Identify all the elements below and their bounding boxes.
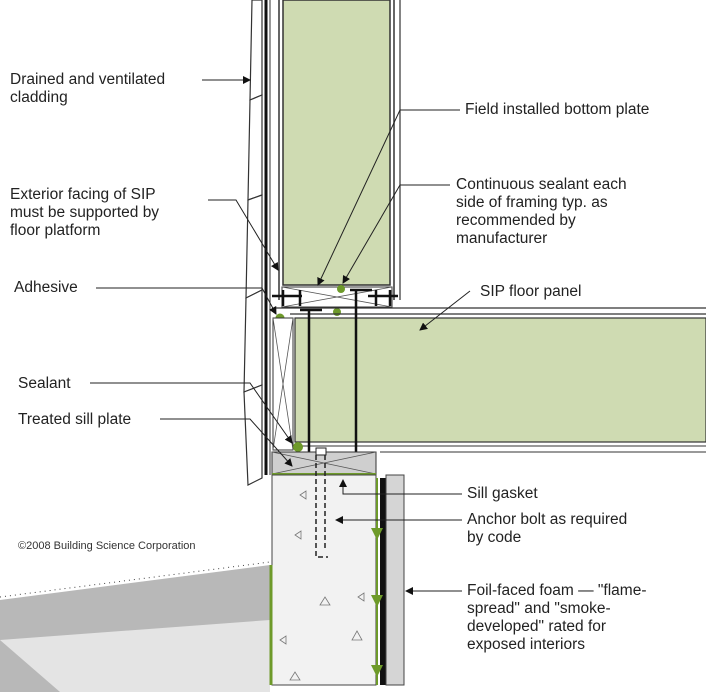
copyright-notice: ©2008 Building Science Corporation [18, 540, 196, 552]
label-sip-floor-panel: SIP floor panel [480, 283, 582, 300]
leader-lines [90, 76, 471, 595]
label-sealant: Sealant [18, 375, 71, 392]
label-bottom-plate: Field installed bottom plate [465, 101, 650, 118]
screws [300, 288, 372, 472]
label-sill-gasket: Sill gasket [467, 485, 538, 502]
ground [0, 561, 271, 692]
bottom-plate [272, 285, 398, 323]
foundation-wall [269, 447, 405, 686]
label-sill-plate: Treated sill plate [18, 411, 132, 428]
label-foil-faced-foam: Foil-faced foam — "flame-spread" and "sm… [467, 582, 647, 653]
sip-floor-panel [272, 307, 706, 453]
cladding-boards [243, 0, 271, 486]
label-adhesive: Adhesive [14, 279, 78, 296]
rim-board [272, 317, 303, 452]
upper-sip-wall [278, 0, 401, 300]
